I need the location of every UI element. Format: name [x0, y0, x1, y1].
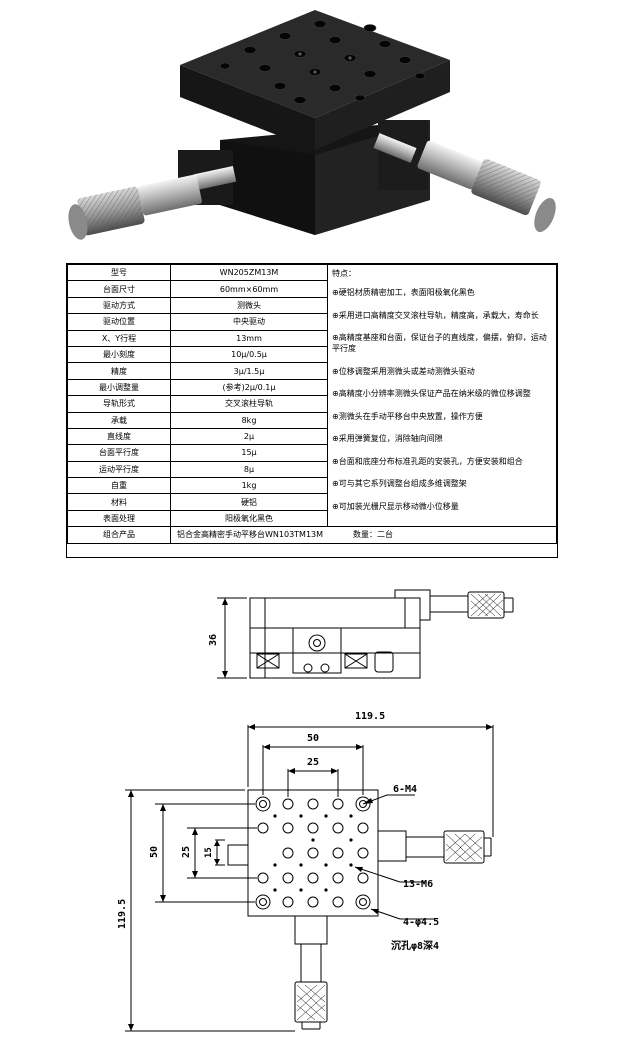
spec-value: 13mm: [170, 329, 328, 347]
spec-label: 最小调整量: [67, 378, 171, 397]
top-dim-total-width: 119.5: [355, 711, 385, 722]
feature-item: ⊕台面和底座分布标准孔距的安装孔，方便安装和组合: [332, 456, 523, 466]
spec-value: 阳极氧化黑色: [170, 509, 328, 528]
combo-value: 铝合金高精密手动平移台WN103TM13M: [177, 530, 324, 540]
spec-label: 驱动位置: [67, 313, 171, 331]
spec-row: 驱动位置中央驱动: [67, 313, 557, 331]
feature-item: ⊕位移调整采用测微头或差动测微头驱动: [332, 366, 475, 376]
spec-label: 最小刻度: [67, 345, 171, 364]
spec-value: 8kg: [170, 411, 328, 429]
spec-value: 8μ: [170, 460, 328, 479]
combo-cell: 铝合金高精密手动平移台WN103TM13M 数量：二台: [170, 526, 557, 544]
spec-value: WN205ZM13M: [170, 263, 328, 282]
spec-value: 1kg: [170, 477, 328, 495]
spec-value: 测微头: [170, 296, 328, 315]
callout-m4: 6-M4: [393, 784, 417, 795]
spec-value: 15μ: [170, 444, 328, 462]
spec-label: 台面尺寸: [67, 280, 171, 298]
spec-label: 精度: [67, 362, 171, 380]
spec-label: 自重: [67, 477, 171, 495]
feature-item: ⊕采用弹簧复位，消除轴向间隙: [332, 434, 443, 443]
features-cell: 特点： ⊕硬铝材质精密加工，表面阳极氧化黑色 ⊕采用进口高精度交叉滚柱导轨，精度高，…: [327, 263, 557, 528]
top-dim-25-top: 25: [307, 757, 319, 768]
spec-value: (参考)2μ/0.1μ: [170, 378, 328, 397]
spec-label: 运动平行度: [67, 460, 171, 479]
combo-qty: 数量：二台: [353, 530, 394, 540]
spec-row: 导轨形式交叉滚柱导轨: [67, 395, 557, 413]
spec-value: 60mm×60mm: [170, 280, 328, 298]
top-dim-25-left: 25: [181, 846, 192, 858]
feature-item: ⊕测微头在手动平移台中央放置，操作方便: [332, 411, 483, 421]
feature-item: ⊕可与其它系列调整台组成多维调整架: [332, 479, 467, 488]
spec-label: X、Y行程: [67, 329, 171, 347]
callout-counterbore: 沉孔φ8深4: [391, 939, 439, 952]
spec-value: 交叉滚柱导轨: [170, 395, 328, 413]
spec-value: 2μ: [170, 427, 328, 446]
combo-label: 组合产品: [67, 526, 171, 544]
callout-m6: 13-M6: [403, 879, 433, 890]
callout-hole: 4-φ4.5: [403, 917, 439, 928]
combo-row: 组合产品铝合金高精密手动平移台WN103TM13M 数量：二台: [67, 526, 557, 544]
spec-row: 表面处理阳极氧化黑色: [67, 509, 557, 528]
features-title: 特点：: [332, 269, 356, 278]
top-dim-50-top: 50: [307, 733, 319, 744]
spec-label: 台面平行度: [67, 444, 171, 462]
spec-label: 型号: [67, 263, 171, 282]
feature-item: ⊕高精度基座和台面，保证台子的直线度，偏摆，俯仰，运动平行度: [332, 333, 547, 353]
feature-item: ⊕高精度小分辨率测微头保证产品在纳米级的微位移调整: [332, 389, 531, 398]
spec-value: 3μ/1.5μ: [170, 362, 328, 380]
side-dim-height: 36: [208, 634, 219, 646]
side-view-drawing: 36: [208, 589, 514, 679]
spec-label: 材料: [67, 493, 171, 511]
top-dim-50-left: 50: [149, 846, 160, 858]
product-photo: [68, 10, 556, 240]
spec-label: 导轨形式: [67, 395, 171, 413]
spec-label: 承载: [67, 411, 171, 429]
spec-value: 中央驱动: [170, 313, 328, 331]
top-dim-15-left: 15: [204, 847, 214, 858]
spec-value: 硬铝: [170, 493, 328, 511]
spec-label: 直线度: [67, 427, 171, 446]
top-dim-total-height: 119.5: [117, 899, 128, 929]
spec-label: 表面处理: [67, 509, 171, 528]
feature-item: ⊕采用进口高精度交叉滚柱导轨，精度高，承载大，寿命长: [332, 310, 539, 320]
feature-item: ⊕硬铝材质精密加工，表面阳极氧化黑色: [332, 288, 475, 297]
top-view-drawing: 119.5 50 25 50 25 15 119.5 6-M4 13-M6 4-…: [117, 711, 494, 1032]
spec-label: 驱动方式: [67, 296, 171, 315]
spec-value: 10μ/0.5μ: [170, 345, 328, 364]
feature-item: ⊕可加装光栅尺显示移动微小位移量: [332, 501, 459, 511]
